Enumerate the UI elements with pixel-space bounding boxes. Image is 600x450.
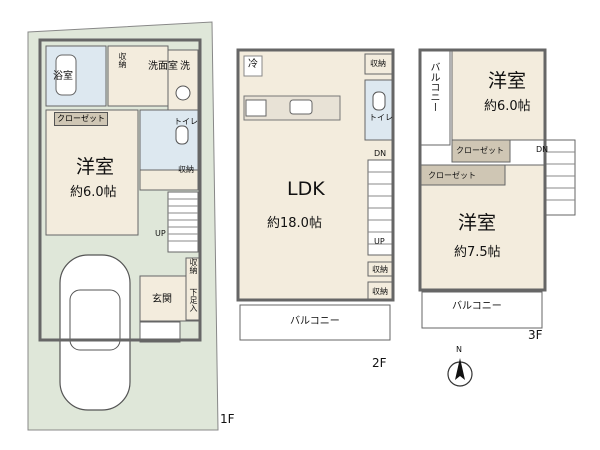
ldk-label: LDK: [287, 178, 325, 200]
bathtub-icon: [55, 54, 77, 96]
floor-label-2f: 2F: [372, 356, 387, 370]
bedroom1-3f-area: 約6.0帖: [484, 99, 531, 114]
washroom-label: 洗面室: [148, 61, 178, 72]
bath-label: 浴室: [53, 71, 73, 82]
stair-1f: [167, 191, 199, 253]
washer-space: [167, 49, 199, 111]
up-label-2f: UP: [374, 237, 385, 246]
toilet-label-1f: トイレ: [174, 117, 198, 126]
side-balcony-3f: [419, 49, 451, 146]
floor-label-1f: 1F: [220, 412, 235, 426]
exterior-wall-2f: [236, 48, 395, 302]
washroom: [107, 45, 169, 107]
floor-label-3f: 3F: [528, 328, 543, 342]
toilet-label-2f: トイレ: [369, 113, 393, 122]
ldk-area: 約18.0帖: [267, 216, 322, 231]
bedroom1-3f: [451, 49, 545, 141]
porch: [139, 321, 181, 343]
toilet-2f-icon: [372, 91, 386, 111]
car-icon: [59, 254, 131, 411]
entrance-label: 玄関: [152, 294, 172, 305]
stair-3f: [544, 139, 576, 216]
bedroom2-3f: [419, 164, 546, 291]
third-floor: [418, 48, 576, 329]
compass-label: N: [456, 345, 462, 354]
bedroom-1f-label: 洋室: [76, 156, 115, 178]
storage-label-2f-b: 収納: [372, 265, 388, 274]
sink-icon: [289, 99, 313, 115]
exterior-wall-3f: [418, 48, 547, 292]
washer-icon: [175, 85, 191, 101]
up-label-1f: UP: [155, 229, 166, 238]
fridge-space: [243, 55, 263, 77]
bedroom2-3f-area: 約7.5帖: [454, 245, 501, 260]
dn-label-2f: DN: [374, 149, 387, 158]
storage-label-2f-a: 収納: [370, 59, 386, 68]
bedroom2-3f-label: 洋室: [458, 212, 497, 234]
balcony-3f: [421, 291, 543, 329]
closet-3f-top: [451, 139, 511, 163]
storage-label-1f-a: 収納: [118, 52, 127, 68]
shoe-storage-label: 下足入: [189, 288, 198, 312]
storage-1f-mid: [139, 169, 199, 191]
stair-2f: [367, 159, 393, 256]
balcony-label-2f: バルコニー: [290, 316, 340, 327]
toilet-icon: [175, 125, 189, 145]
bedroom-1f-area: 約6.0帖: [70, 185, 117, 200]
balcony-label-3f: バルコニー: [452, 301, 502, 312]
washer-label: 洗: [180, 61, 190, 72]
compass-icon: [447, 358, 473, 387]
closet-label-1f: クローゼット: [54, 112, 108, 126]
exterior-wall-1f: [38, 38, 202, 342]
balcony-2f: [239, 304, 391, 341]
bedroom-1f: [45, 109, 139, 236]
second-floor: [236, 48, 395, 341]
cooktop-icon: [245, 99, 267, 117]
storage-label-2f-c: 収納: [372, 287, 388, 296]
storage-label-1f-b: 収納: [178, 165, 194, 174]
first-floor: [27, 21, 219, 431]
storage-label-1f-c: 収納: [189, 258, 198, 274]
dn-label-3f: DN: [536, 145, 549, 154]
side-balcony-label-3f: バルコニー: [428, 62, 439, 112]
fridge-label: 冷: [248, 59, 258, 70]
closet-label-3f-bottom: クローゼット: [428, 171, 476, 180]
closet-label-3f-top: クローゼット: [456, 146, 504, 155]
bedroom1-3f-label: 洋室: [488, 70, 527, 92]
